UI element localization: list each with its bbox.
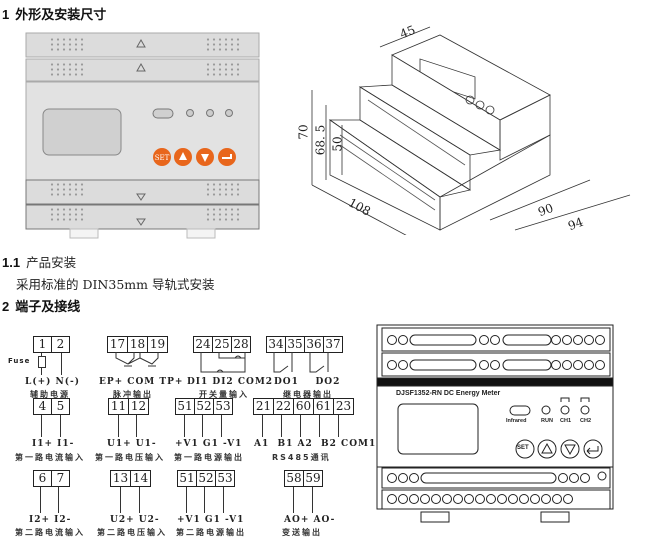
pin: 1: [34, 337, 52, 352]
pin: 11: [109, 399, 129, 414]
terminal-labels: EP+ COM TP+: [99, 377, 184, 387]
pin: 60: [294, 399, 314, 414]
pin: 51: [178, 471, 197, 486]
indicator-ch1: CH1: [560, 418, 572, 424]
pin: 18: [128, 337, 148, 352]
pin: 21: [254, 399, 274, 414]
pin: 22: [274, 399, 294, 414]
pin: 24: [194, 337, 213, 352]
terminal-desc: 第一路电流输入: [15, 453, 85, 462]
terminal-desc: 变送输出: [282, 528, 322, 537]
section-number: 2: [2, 299, 10, 314]
terminal-labels: DO1 DO2: [274, 377, 341, 387]
panel-set-button-label: SET: [517, 445, 529, 451]
dim-70: 70: [296, 124, 311, 140]
pin: 61: [314, 399, 334, 414]
section-number: 1.1: [2, 255, 21, 270]
pin: 7: [56, 471, 65, 485]
terminal-desc: 开关量输入: [199, 390, 249, 399]
pin: 5: [56, 399, 65, 413]
dim-68-5: 68. 5: [313, 124, 328, 156]
pin: 37: [325, 337, 341, 351]
terminal-labels: A1 B1 A2 B2 COM1: [254, 439, 377, 449]
pin: 19: [149, 337, 166, 351]
terminal-labels: +V1 G1 -V1: [175, 439, 243, 449]
pin: 53: [215, 399, 231, 413]
terminal-labels: U1+ U1-: [107, 439, 157, 449]
section-title: 产品安装: [26, 255, 77, 270]
terminal-desc: 脉冲输出: [113, 390, 153, 399]
section-1-1-heading: 1.1 产品安装: [2, 252, 76, 271]
terminal-desc: 第一路电源输出: [174, 453, 244, 462]
pin: 52: [195, 399, 214, 414]
pin: 25: [213, 337, 232, 352]
indicator-infrared: Infrared: [506, 418, 527, 424]
pin: 12: [130, 399, 147, 413]
panel-line-drawing: DJSF1352-RN DC Energy Meter Infrared RUN…: [376, 324, 616, 524]
terminal-labels: DI1 DI2 COM2: [187, 377, 274, 387]
pin: 4: [34, 399, 52, 414]
pin: 23: [335, 399, 352, 413]
indicator-ch2: CH2: [580, 418, 592, 424]
terminal-labels: +V1 G1 -V1: [177, 515, 245, 525]
pin: 52: [197, 471, 216, 486]
section-title: 端子及接线: [15, 299, 81, 314]
pin: 6: [34, 471, 52, 486]
terminal-labels: I1+ I1-: [32, 439, 75, 449]
terminal-desc: 第二路电源输出: [176, 528, 246, 537]
terminal-labels: L(+) N(-): [25, 377, 80, 387]
terminal-labels: U2+ U2-: [110, 515, 160, 525]
fuse-label: Fuse: [8, 357, 31, 365]
section-2-heading: 2 端子及接线: [2, 296, 80, 315]
pin: 2: [56, 337, 65, 351]
terminal-desc: 第二路电流输入: [15, 528, 85, 537]
front-view-image: SET: [25, 32, 260, 239]
pin: 58: [285, 471, 304, 486]
terminal-labels: I2+ I2-: [29, 515, 72, 525]
dim-50: 50: [330, 136, 345, 152]
isometric-dimension-drawing: 45 70 68. 5 50 108 90 94: [296, 23, 640, 241]
section-1-heading: 1 外形及安装尺寸: [2, 4, 106, 23]
pin: 51: [176, 399, 195, 414]
svg-text:SET: SET: [155, 154, 170, 162]
fuse-icon: [38, 356, 46, 368]
terminal-desc: RS485通讯: [272, 453, 331, 462]
install-instruction: 采用标准的 DIN35mm 导轨式安装: [16, 277, 215, 292]
model-label: DJSF1352-RN DC Energy Meter: [396, 390, 501, 397]
terminal-desc: 辅助电源: [30, 390, 70, 399]
pin: 14: [132, 471, 149, 485]
pin: 36: [305, 337, 324, 352]
section-number: 1: [2, 7, 10, 22]
pin: 34: [267, 337, 286, 352]
pin: 53: [217, 471, 233, 485]
terminal-desc: 第二路电压输入: [97, 528, 167, 537]
pin: 28: [233, 337, 249, 351]
pin: 17: [108, 337, 128, 352]
indicator-run: RUN: [541, 418, 553, 424]
section-title: 外形及安装尺寸: [15, 7, 107, 22]
terminal-labels: AO+ AO-: [284, 515, 336, 525]
pin: 13: [111, 471, 131, 486]
pin: 59: [305, 471, 321, 485]
pin: 35: [286, 337, 305, 352]
terminal-desc: 第一路电压输入: [95, 453, 165, 462]
terminal-desc: 继电器输出: [283, 390, 333, 399]
